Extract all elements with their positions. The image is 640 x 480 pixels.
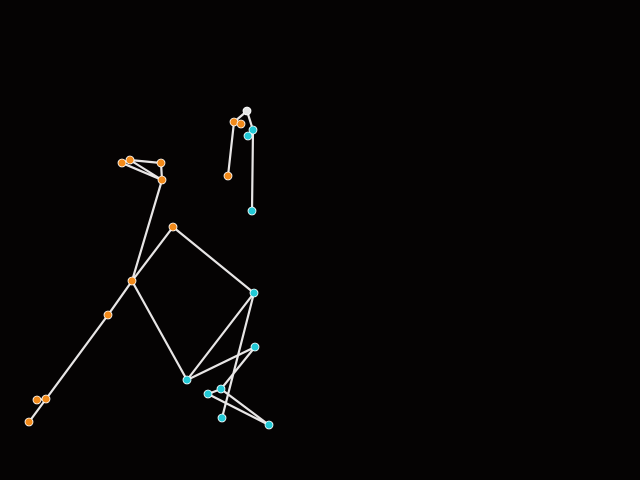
joint-left-ankle (41, 394, 51, 404)
bone-left-knee-to-left-ankle (44, 313, 110, 401)
joint-right-ankle (250, 342, 260, 352)
skeleton-joints (24, 106, 274, 430)
joint-left-hand-a (117, 158, 127, 168)
joint-right-hip (249, 288, 259, 298)
joint-right-shoulder (247, 206, 257, 216)
joint-nose-tip (242, 106, 252, 116)
bone-left-hip-to-right-knee (130, 279, 189, 382)
bone-left-hand-b-to-left-hand-c (128, 158, 163, 165)
joint-left-hand-b (125, 155, 135, 165)
joint-left-hip (127, 276, 137, 286)
joint-left-toe (24, 417, 34, 427)
bone-left-hip-to-left-knee (106, 279, 134, 317)
bone-left-hip-upper-to-left-hip (130, 225, 175, 283)
joint-left-hip-upper (168, 222, 178, 232)
bone-right-hip-to-right-knee (185, 291, 256, 382)
joint-left-ear (236, 119, 246, 129)
bone-left-hand-b-to-left-wrist (128, 158, 164, 182)
bone-left-wrist-to-left-hip (130, 178, 164, 283)
joint-left-shoulder (223, 171, 233, 181)
joint-left-wrist (157, 175, 167, 185)
joint-right-toe-a (203, 389, 213, 399)
bone-right-knee-to-right-ankle (185, 345, 257, 382)
joint-right-heel (216, 384, 226, 394)
joint-right-knee (182, 375, 192, 385)
joint-left-heel (32, 395, 42, 405)
joint-right-ear (243, 131, 253, 141)
bone-right-toe-a-to-right-toe-b (206, 392, 271, 427)
bone-left-ankle-to-left-toe (27, 397, 48, 424)
skeleton-bones (27, 109, 271, 427)
joint-left-hand-c (156, 158, 166, 168)
bone-right-hip-to-right-toe-c (220, 291, 256, 420)
joint-left-knee (103, 310, 113, 320)
bone-right-eye-to-right-shoulder (250, 128, 255, 213)
bone-left-eye-to-left-shoulder (226, 120, 236, 178)
joint-right-toe-b (264, 420, 274, 430)
bone-left-hip-upper-to-right-hip (171, 225, 256, 295)
bone-right-ankle-to-right-heel (219, 345, 257, 391)
bone-right-toe-b-to-right-heel (219, 387, 271, 427)
bone-left-hand-a-to-left-wrist (120, 161, 164, 182)
joint-right-eye (248, 125, 258, 135)
joint-right-toe-c (217, 413, 227, 423)
